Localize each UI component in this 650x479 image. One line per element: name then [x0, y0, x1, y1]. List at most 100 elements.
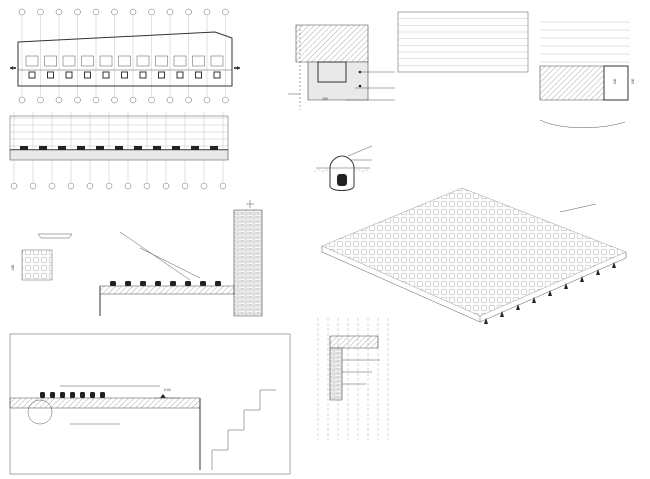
- plan-axis-bubbles: [18, 8, 229, 104]
- node-1-dimension: 150: [322, 97, 328, 101]
- node-2-detail: [313, 145, 373, 191]
- node-2-sealant: [313, 168, 371, 173]
- section-3-node-circle: [27, 399, 53, 425]
- section-1-vent: [172, 146, 180, 150]
- stiffener-grid: [21, 249, 53, 281]
- axis-bubble: [55, 96, 63, 104]
- axis-bubble: [166, 96, 174, 104]
- axis-bubble: [166, 8, 174, 16]
- section-2-vent: [140, 281, 146, 286]
- axis-bubble: [185, 8, 192, 16]
- plan-grille-unit: [44, 55, 57, 67]
- axis-bubble: [185, 96, 192, 104]
- axonometric-view: [321, 187, 627, 324]
- axonometric-anchor: [484, 318, 488, 324]
- plan-grille-unit: [210, 55, 224, 67]
- section-2-vent: [125, 281, 131, 286]
- plan-column: [65, 71, 73, 79]
- axis-bubble: [86, 182, 94, 190]
- axonometric-anchor: [548, 290, 552, 296]
- axis-bubble: [162, 182, 170, 190]
- plan-column: [121, 71, 128, 79]
- section-3-level-mark: 0.02: [154, 388, 180, 399]
- node-3-surface-lines: [540, 21, 630, 63]
- plan-grille-units: [25, 55, 224, 79]
- axis-bubble: [222, 8, 229, 16]
- section-3-vent: [100, 392, 105, 398]
- axis-bubble: [203, 96, 211, 104]
- fragment-slab: [329, 335, 379, 349]
- axis-bubble: [129, 8, 137, 16]
- section-3-slab: [9, 397, 201, 409]
- section-2-vent: [170, 281, 176, 286]
- node-1-granite: [295, 24, 369, 63]
- axonometric-edge-front: [321, 246, 481, 323]
- section-2-leader-1: [119, 231, 191, 281]
- section-mark-left: [10, 66, 16, 70]
- plan-column: [195, 71, 202, 79]
- axis-bubble: [67, 182, 75, 190]
- plan-grille-unit: [81, 55, 94, 67]
- plan-column: [84, 71, 91, 79]
- node-3-grille: [603, 65, 629, 101]
- section-3-vent: [90, 392, 95, 398]
- axonometric-anchor: [612, 262, 616, 268]
- node-3-granite: [539, 65, 605, 101]
- section-2-2: [99, 200, 263, 317]
- axonometric-anchor: [516, 304, 520, 310]
- section-1-vent: [153, 146, 161, 150]
- section-1-vent: [39, 146, 47, 150]
- node-1-anchor: [358, 84, 362, 88]
- section-2-vents: [110, 281, 221, 286]
- spec-table-frame: [397, 11, 529, 73]
- axis-bubble: [18, 96, 26, 104]
- section-1-vent: [191, 146, 199, 150]
- node-3-soffit: [539, 119, 626, 128]
- node-2-leader-1: [347, 145, 373, 157]
- axis-bubble: [18, 8, 26, 16]
- axis-bubble: [92, 8, 100, 16]
- section-3-vent: [70, 392, 75, 398]
- plan-column: [176, 71, 184, 79]
- axis-bubble: [148, 96, 155, 104]
- node-2-core: [337, 174, 347, 186]
- section-3-vents: [40, 392, 105, 398]
- fragment-detail: [317, 318, 389, 440]
- section-3-vent: [60, 392, 65, 398]
- axis-bubble: [55, 8, 63, 16]
- section-2-vent: [200, 281, 206, 286]
- axis-bubble: [111, 96, 118, 104]
- axis-bubble: [74, 8, 81, 16]
- plan-column: [213, 71, 221, 79]
- axis-bubble: [48, 182, 56, 190]
- section-1-axis-bubbles: [10, 182, 227, 190]
- fragment-wall: [329, 347, 343, 401]
- plan-grid-lines: [21, 16, 226, 96]
- node-1-leaders: [288, 71, 395, 101]
- node-3-dimension-2: 100: [631, 78, 635, 84]
- plan-column: [28, 71, 36, 79]
- axonometric-anchors: [484, 262, 616, 324]
- section-1-vent: [134, 146, 142, 150]
- axis-bubble: [203, 8, 211, 16]
- section-3-vent: [40, 392, 45, 398]
- axonometric-anchor: [500, 311, 504, 317]
- axis-bubble: [143, 182, 151, 190]
- section-2-brick-wall: [233, 209, 263, 317]
- plan-outline: [17, 31, 233, 87]
- section-1-1: [9, 112, 229, 190]
- fragment-steps: [342, 359, 380, 385]
- plan-grille-unit: [99, 55, 113, 67]
- stiffener-dimension: 180: [11, 264, 15, 270]
- stiffener-profile: [37, 233, 73, 239]
- axis-bubble: [105, 182, 113, 190]
- node-1-concrete: [307, 61, 369, 101]
- section-3-vent: [80, 392, 85, 398]
- section-1-vent: [115, 146, 123, 150]
- section-3-3: 0.02: [9, 333, 291, 475]
- axis-bubble: [222, 96, 229, 104]
- plan-column: [158, 71, 165, 79]
- axonometric-anchor: [564, 283, 568, 289]
- axis-bubble: [37, 8, 44, 16]
